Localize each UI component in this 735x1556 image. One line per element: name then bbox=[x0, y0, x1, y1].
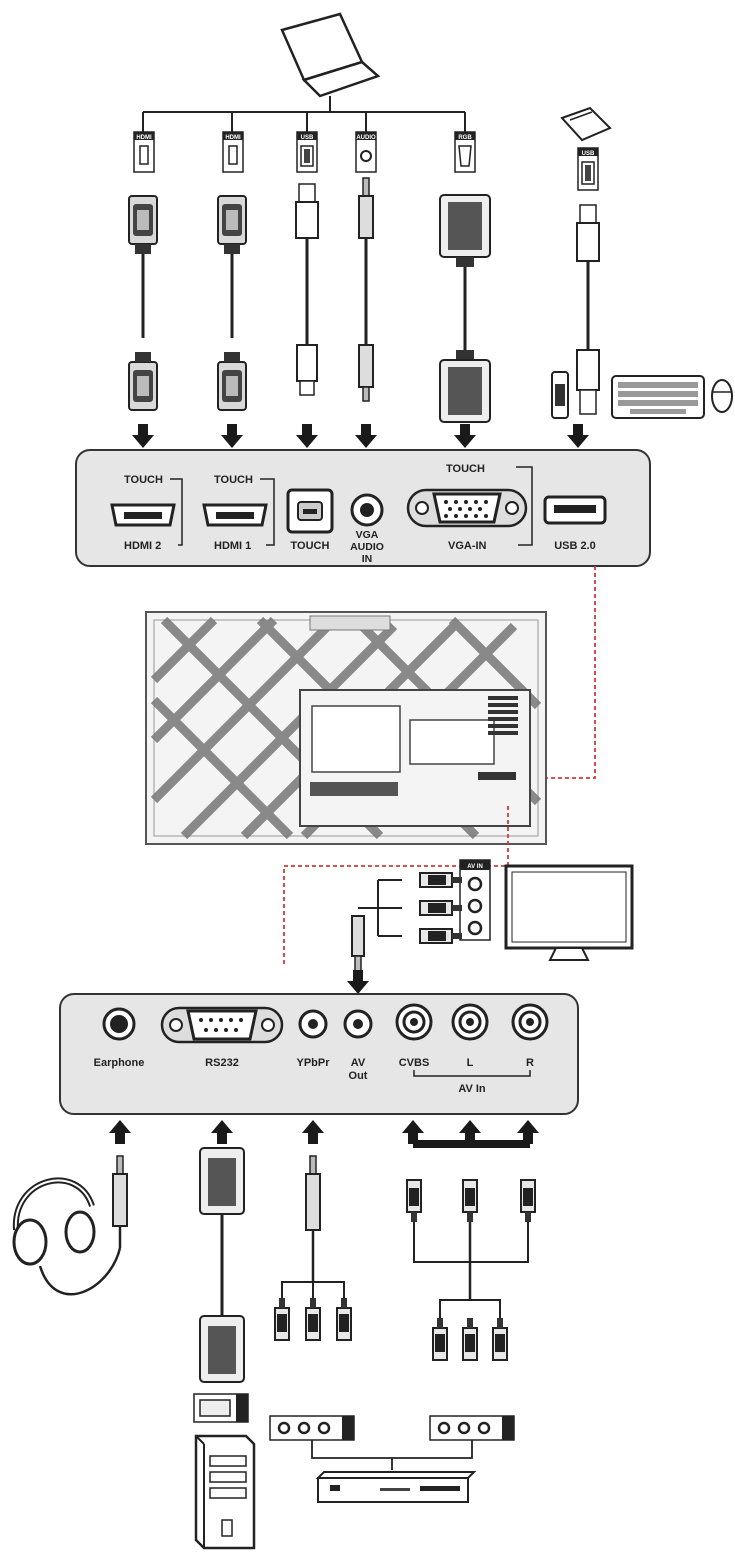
vga-in-port[interactable] bbox=[406, 488, 528, 528]
l-label: L bbox=[467, 1057, 474, 1069]
vga-audio-label-2: AUDIO bbox=[350, 541, 384, 553]
touch-port-label: TOUCH bbox=[291, 540, 330, 552]
hdmi2-label: HDMI 2 bbox=[124, 540, 161, 552]
rs232-cable bbox=[199, 1147, 245, 1383]
source-tag-hdmi-b: HDMI bbox=[225, 135, 241, 141]
hdmi-cable-2 bbox=[128, 195, 158, 411]
source-tag-usb: USB bbox=[301, 135, 314, 141]
ypbpr-source-jacks bbox=[269, 1415, 355, 1441]
usb2-label: USB 2.0 bbox=[554, 540, 596, 552]
av-out-port[interactable] bbox=[343, 1009, 373, 1039]
av-in-rca-cable bbox=[406, 1179, 536, 1361]
rs232-port[interactable] bbox=[160, 1006, 284, 1044]
touch-label-hdmi2: TOUCH bbox=[124, 474, 163, 486]
av-in-source-jacks bbox=[429, 1415, 515, 1441]
earphone-plug bbox=[112, 1155, 128, 1248]
pc-tower-icon bbox=[194, 1434, 256, 1550]
av-in-bracket-arrow bbox=[413, 1140, 530, 1148]
audio-l-port[interactable] bbox=[451, 1003, 489, 1041]
av-out-rca-cable bbox=[351, 872, 463, 975]
mouse-icon bbox=[711, 379, 733, 413]
r-label: R bbox=[526, 1057, 534, 1069]
touch-usb-port[interactable] bbox=[286, 488, 334, 534]
usb2-port[interactable] bbox=[543, 495, 607, 525]
vga-cable bbox=[439, 194, 491, 423]
rs232-label: RS232 bbox=[205, 1057, 239, 1069]
pc-serial-port-block bbox=[193, 1393, 249, 1423]
source-tag-hdmi-a: HDMI bbox=[136, 135, 152, 141]
usb-drive-icon bbox=[560, 106, 612, 142]
hdmi2-port[interactable] bbox=[110, 503, 176, 527]
av-in-tag: AV IN bbox=[467, 864, 483, 870]
source-port-hdmi-a: HDMI bbox=[133, 131, 155, 173]
av-out-label-2: Out bbox=[349, 1070, 368, 1082]
touch-label-vga: TOUCH bbox=[446, 463, 485, 475]
usb-cable-right bbox=[576, 204, 600, 415]
source-tag-rgb: RGB bbox=[458, 135, 472, 141]
top-io-panel: TOUCH HDMI 2 TOUCH HDMI 1 TOUCH VGA AUDI… bbox=[75, 449, 651, 567]
av-in-jack-block: AV IN bbox=[459, 859, 491, 941]
source-port-hdmi-b: HDMI bbox=[222, 131, 244, 173]
av-in-label: AV In bbox=[458, 1083, 486, 1095]
source-port-audio: AUDIO bbox=[355, 131, 377, 173]
display-back-panel bbox=[145, 611, 547, 845]
vga-audio-label-3: IN bbox=[362, 553, 373, 565]
source-port-rgb: RGB bbox=[454, 131, 476, 173]
keyboard-icon bbox=[611, 375, 705, 419]
hdmi1-label: HDMI 1 bbox=[214, 540, 251, 552]
cvbs-port[interactable] bbox=[395, 1003, 433, 1041]
hdmi1-port[interactable] bbox=[202, 503, 268, 527]
audio-cable bbox=[358, 177, 374, 402]
cvbs-label: CVBS bbox=[399, 1057, 430, 1069]
laptop-icon bbox=[280, 12, 381, 98]
usb-touch-cable bbox=[295, 183, 319, 396]
ypbpr-label: YPbPr bbox=[296, 1057, 330, 1069]
dvd-player-icon bbox=[311, 1440, 477, 1503]
earphone-port[interactable] bbox=[102, 1007, 136, 1041]
earphone-label: Earphone bbox=[94, 1057, 145, 1069]
vga-audio-label-1: VGA bbox=[356, 529, 379, 541]
touch-label-hdmi1: TOUCH bbox=[214, 474, 253, 486]
ypbpr-cable bbox=[274, 1155, 352, 1341]
audio-r-port[interactable] bbox=[511, 1003, 549, 1041]
vga-in-label: VGA-IN bbox=[448, 540, 487, 552]
source-tag-audio: AUDIO bbox=[356, 135, 376, 141]
hdmi-cable-1 bbox=[217, 195, 247, 411]
ypbpr-port[interactable] bbox=[298, 1009, 328, 1039]
tv-icon bbox=[504, 864, 634, 961]
headphones-icon bbox=[12, 1177, 122, 1296]
source-tag-usb-right: USB bbox=[582, 151, 595, 157]
source-port-usb: USB bbox=[296, 131, 318, 173]
vga-audio-in-port[interactable] bbox=[350, 493, 384, 527]
av-out-label-1: AV bbox=[351, 1057, 366, 1069]
bottom-io-panel: Earphone RS232 YPbPr AV Out bbox=[59, 993, 579, 1115]
dashed-connection-middle bbox=[283, 806, 509, 966]
usb-stick-icon bbox=[551, 371, 569, 419]
source-port-usb-right: USB bbox=[577, 147, 599, 191]
